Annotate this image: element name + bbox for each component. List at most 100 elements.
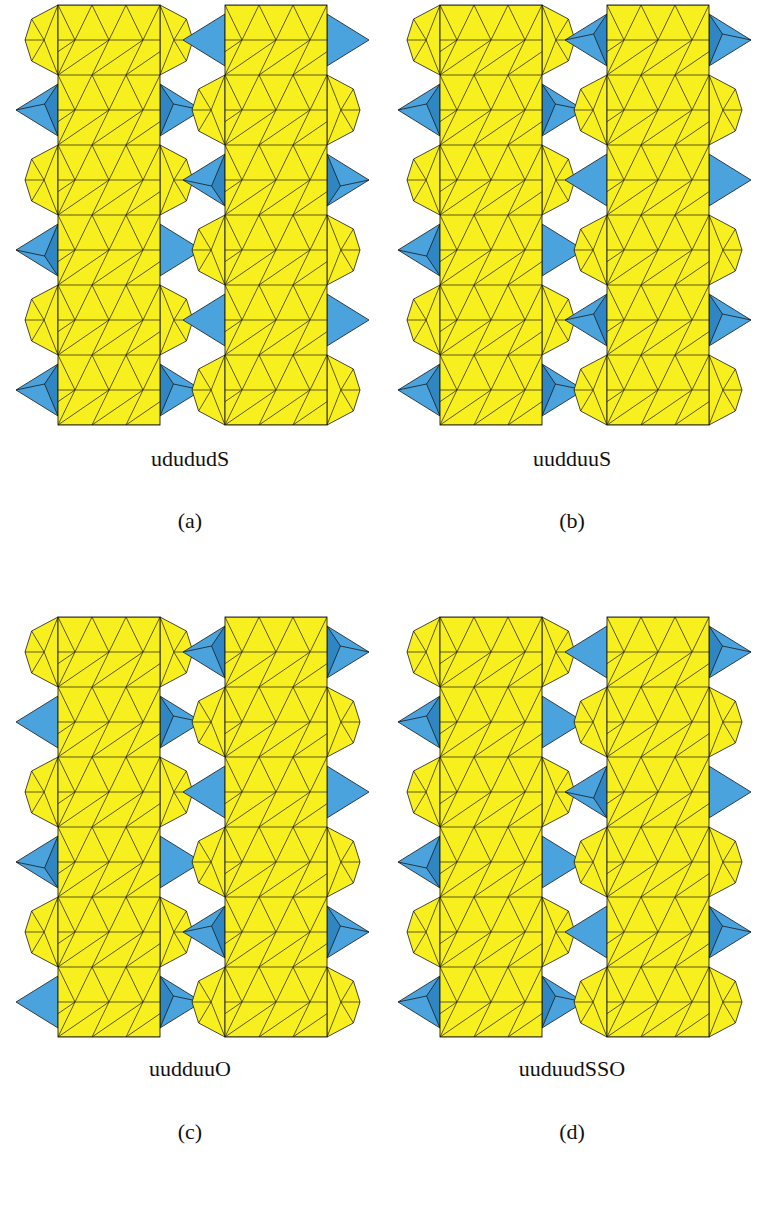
octahedron-edge <box>126 792 143 827</box>
octahedron-edge <box>109 757 126 792</box>
octahedron-edge <box>92 390 143 425</box>
octahedron-edge <box>624 215 641 250</box>
octahedron-edge <box>440 285 542 286</box>
octahedron-edge <box>92 932 109 967</box>
octahedron-edge <box>310 897 327 932</box>
octahedron-edge <box>675 320 692 355</box>
tetrahedron-edge <box>722 646 751 652</box>
octahedron-edge <box>327 722 341 757</box>
octahedron-edge <box>293 722 310 757</box>
octahedron-edge <box>641 320 658 355</box>
octahedron-edge <box>658 285 675 320</box>
octahedron-edge <box>457 145 474 180</box>
octahedron-edge <box>474 757 491 792</box>
octahedron-edge <box>192 862 211 863</box>
octahedron-edge <box>293 250 310 285</box>
octahedron-edge <box>92 180 143 215</box>
octahedron-edge <box>58 40 109 75</box>
octahedron-edge <box>174 40 187 61</box>
tetrahedron-edge <box>16 104 45 110</box>
octahedron-edge <box>160 180 174 215</box>
octahedron-edge <box>607 862 658 897</box>
tetrahedron <box>183 14 225 66</box>
octahedron-edge <box>126 827 143 862</box>
octahedron-edge <box>607 1002 658 1037</box>
octahedron-edge <box>675 862 692 897</box>
structure-panel <box>372 5 760 425</box>
octahedron-bump <box>709 967 742 1037</box>
octahedron-edge <box>92 180 109 215</box>
octahedron-edge <box>542 145 556 180</box>
octahedron-edge <box>126 40 143 75</box>
octahedron-edge <box>58 722 75 757</box>
octahedron-bump <box>192 75 225 145</box>
tetrahedron-face <box>427 696 440 748</box>
octahedron-edge <box>723 1002 736 1023</box>
octahedron-edge <box>474 145 491 180</box>
octahedron-edge <box>624 75 641 110</box>
structure-panel <box>0 5 378 425</box>
octahedron-edge <box>426 320 440 355</box>
octahedron-edge <box>259 932 310 967</box>
tetrahedron <box>565 294 607 346</box>
octahedron-edge <box>25 40 44 41</box>
octahedron-edge <box>723 722 742 723</box>
octahedron-edge <box>225 897 242 932</box>
octahedron-bump <box>192 355 225 425</box>
octahedron-edge <box>692 897 709 932</box>
octahedron-edge <box>126 652 160 687</box>
octahedron-edge <box>225 792 276 827</box>
octahedron-edge <box>310 617 327 652</box>
octahedron-edge <box>199 722 212 743</box>
octahedron-edge <box>92 617 109 652</box>
octahedron-edge <box>675 827 692 862</box>
octahedron-edge <box>491 827 508 862</box>
octahedron-edge <box>624 687 641 722</box>
octahedron-edge <box>293 5 310 40</box>
tetrahedron-face <box>160 696 173 748</box>
octahedron-edge <box>675 285 692 320</box>
octahedron-edge <box>242 75 259 110</box>
octahedron-edge <box>259 792 276 827</box>
octahedron-edge <box>440 390 457 425</box>
octahedron-edge <box>211 687 225 722</box>
octahedron-edge <box>174 652 187 673</box>
octahedron-edge <box>624 617 641 652</box>
octahedron-edge <box>58 792 109 827</box>
octahedron-edge <box>225 320 276 355</box>
octahedron-edge <box>160 40 174 75</box>
octahedron-edge <box>211 827 225 862</box>
octahedron-edge <box>624 967 641 1002</box>
octahedron-edge <box>607 967 624 1002</box>
octahedron-edge <box>508 722 542 757</box>
octahedron-edge <box>508 390 542 425</box>
octahedron-edge <box>32 19 45 40</box>
octahedron-edge <box>44 145 58 180</box>
tetrahedron <box>565 14 607 66</box>
octahedron-edge <box>225 180 276 215</box>
octahedron-edge <box>276 967 293 1002</box>
tetrahedron-face <box>709 294 722 346</box>
octahedron-edge <box>692 617 709 652</box>
octahedron-edge <box>440 652 457 687</box>
octahedron-edge <box>242 757 259 792</box>
octahedron-edge <box>58 40 75 75</box>
octahedron-edge <box>525 757 542 792</box>
tetrahedron-face <box>594 14 607 66</box>
octahedron-edge <box>225 722 242 757</box>
octahedron-bump <box>709 75 742 145</box>
octahedron-edge <box>259 250 276 285</box>
octahedron-edge <box>675 180 709 215</box>
octahedron-bump <box>574 687 607 757</box>
octahedron-edge <box>293 390 310 425</box>
octahedron-edge <box>581 229 594 250</box>
octahedron-edge <box>126 320 160 355</box>
octahedron-edge <box>491 687 508 722</box>
octahedron-edge <box>556 19 569 40</box>
octahedron-bump <box>574 967 607 1037</box>
octahedron-edge <box>75 75 92 110</box>
octahedron-edge <box>641 932 658 967</box>
octahedron-edge <box>143 897 160 932</box>
octahedron-edge <box>641 932 692 967</box>
octahedron-edge <box>581 862 594 883</box>
